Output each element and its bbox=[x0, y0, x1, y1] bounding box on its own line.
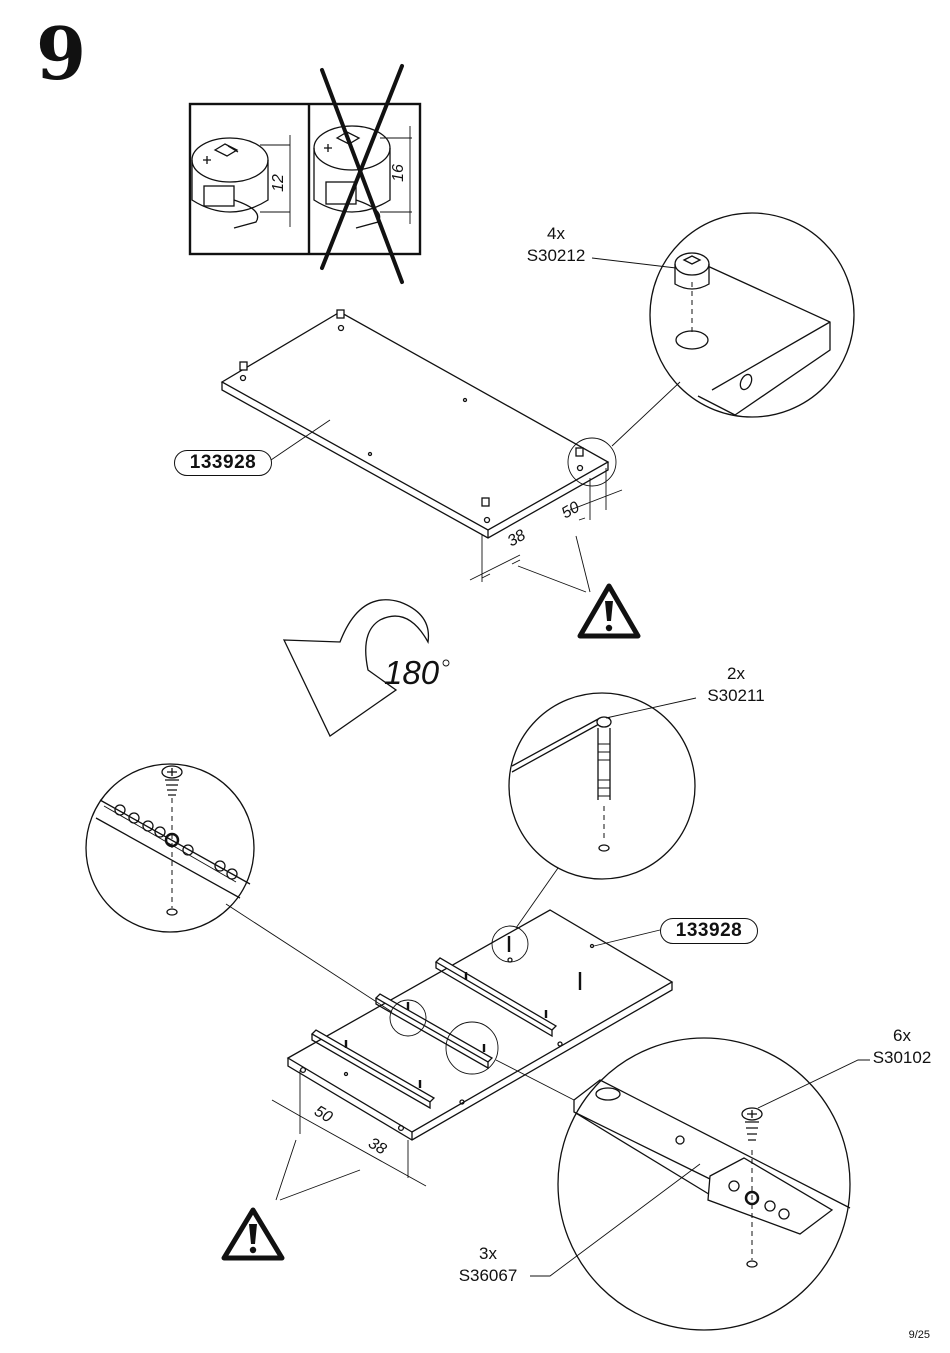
cam-comparison-box bbox=[188, 64, 422, 284]
screw-icon bbox=[161, 765, 183, 796]
cam-lock-icon bbox=[191, 137, 269, 229]
rotation-label: 180° bbox=[384, 654, 439, 692]
drawer-runner-icon bbox=[310, 1029, 436, 1110]
screw-quantity: 6x bbox=[893, 1026, 911, 1045]
part-label-top: 133928 bbox=[174, 450, 272, 476]
warning-icon bbox=[221, 1207, 285, 1261]
warning-icon bbox=[577, 583, 641, 639]
rotate-arrow-icon bbox=[282, 599, 450, 737]
dowel-quantity: 2x bbox=[727, 664, 745, 683]
cam-lock-wrong-icon bbox=[313, 125, 391, 229]
top-panel bbox=[220, 309, 681, 593]
dowel-icon bbox=[596, 716, 612, 800]
cam-lock-icon bbox=[674, 252, 710, 290]
top-zoom-detail bbox=[591, 212, 855, 418]
runner-zoom-right bbox=[530, 1037, 870, 1331]
bottom-panel bbox=[225, 867, 674, 1201]
runner-quantity: 3x bbox=[479, 1244, 497, 1263]
runner-part-code: S36067 bbox=[458, 1266, 518, 1285]
page-number: 9/25 bbox=[908, 1329, 930, 1341]
cam-part-code: S30212 bbox=[526, 246, 586, 265]
screw-icon bbox=[741, 1107, 763, 1141]
cam-wrong-dimension: 16 bbox=[389, 164, 407, 182]
dowel-zoom bbox=[508, 692, 697, 880]
screw-part-code: S30102 bbox=[872, 1048, 932, 1067]
runner-zoom-left bbox=[85, 763, 255, 933]
dowel-part-code: S30211 bbox=[707, 686, 765, 705]
cam-correct-dimension: 12 bbox=[269, 174, 287, 192]
drawer-runner-icon bbox=[374, 993, 494, 1070]
cam-quantity: 4x bbox=[547, 224, 565, 243]
step-number: 9 bbox=[36, 11, 87, 96]
rotation-value: 180 bbox=[384, 654, 440, 691]
cross-out-mark bbox=[320, 68, 404, 284]
part-label-bottom: 133928 bbox=[660, 918, 758, 944]
